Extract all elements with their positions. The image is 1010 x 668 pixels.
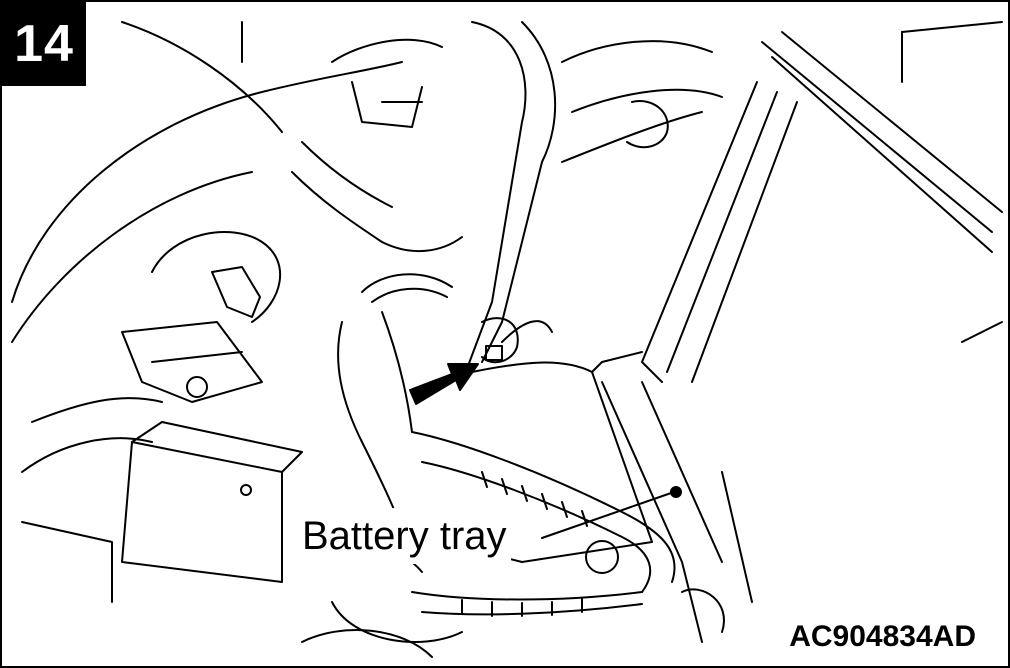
battery-tray-label: Battery tray (298, 508, 511, 564)
relay-box (21, 421, 303, 603)
battery-hold-bracket (641, 21, 1003, 383)
leader-dot-icon (670, 486, 682, 498)
arrow-pointing-up-right-icon (409, 363, 479, 405)
battery-tray-outline (441, 320, 725, 643)
upper-hoses (291, 21, 723, 383)
battery-tray-leader (541, 486, 682, 539)
step-number-badge: 14 (2, 2, 86, 86)
left-body-contours (11, 21, 403, 473)
figure-code: AC904834AD (785, 620, 980, 654)
left-sensor-bracket (121, 231, 281, 403)
wiring-harness (337, 273, 676, 617)
step-number: 14 (14, 15, 74, 73)
